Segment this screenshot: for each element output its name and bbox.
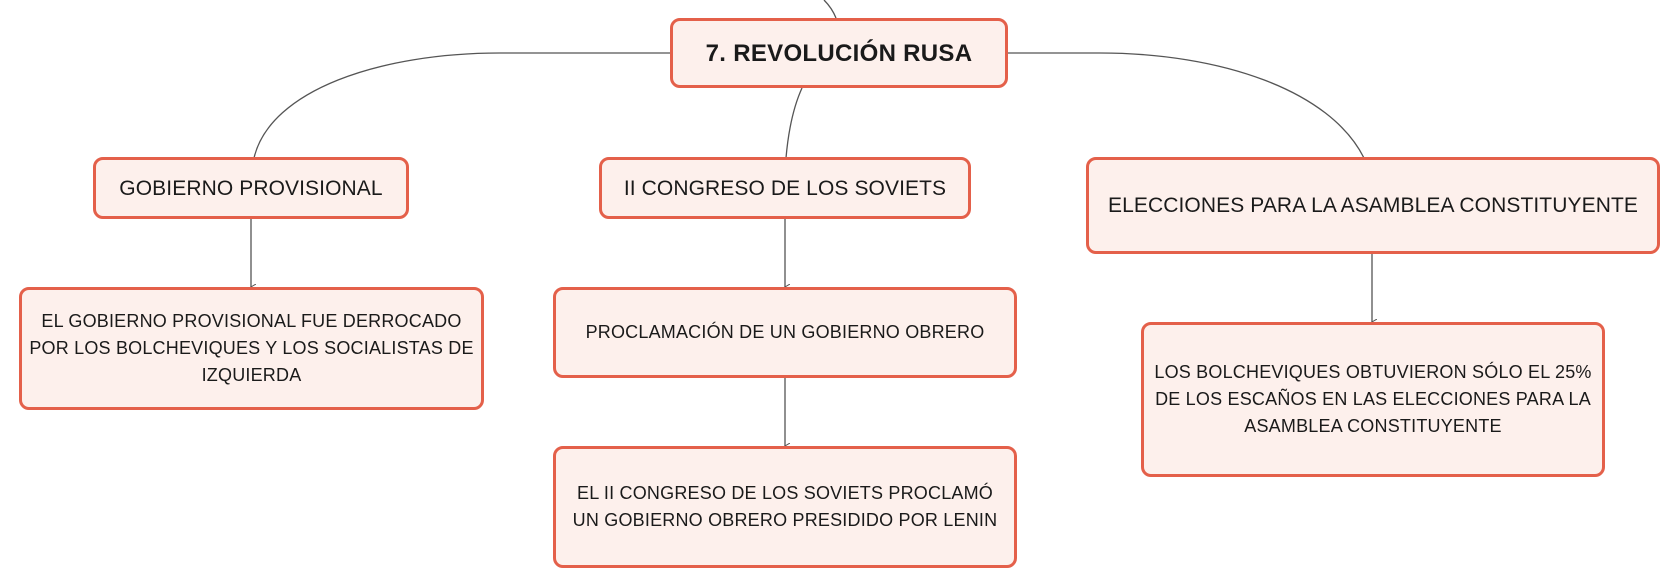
central-topic-node[interactable]: 7. REVOLUCIÓN RUSA (670, 18, 1008, 88)
topic-gobierno-provisional[interactable]: GOBIERNO PROVISIONAL (93, 157, 409, 219)
connector-from-parent (823, 0, 837, 19)
topic-label: ELECCIONES PARA LA ASAMBLEA CONSTITUYENT… (1107, 194, 1639, 217)
topic-ii-congreso-soviets[interactable]: II CONGRESO DE LOS SOVIETS (599, 157, 971, 219)
topic-label: II CONGRESO DE LOS SOVIETS (623, 176, 947, 200)
connector-central-to-congreso-soviets (785, 87, 803, 159)
detail-text: EL GOBIERNO PROVISIONAL FUE DERROCADO PO… (29, 311, 474, 385)
detail-text: LOS BOLCHEVIQUES OBTUVIERON SÓLO EL 25% … (1154, 362, 1592, 436)
detail-bolcheviques-25-porciento[interactable]: LOS BOLCHEVIQUES OBTUVIERON SÓLO EL 25% … (1141, 322, 1605, 477)
detail-text: PROCLAMACIÓN DE UN GOBIERNO OBRERO (585, 322, 985, 342)
central-topic-label: 7. REVOLUCIÓN RUSA (705, 39, 973, 67)
detail-gobierno-derrocado[interactable]: EL GOBIERNO PROVISIONAL FUE DERROCADO PO… (19, 287, 484, 410)
detail-text: EL II CONGRESO DE LOS SOVIETS PROCLAMÓ U… (572, 483, 998, 530)
connector-central-to-gobierno-provisional (253, 52, 670, 159)
topic-label: GOBIERNO PROVISIONAL (119, 176, 383, 200)
connector-central-to-elecciones (1008, 52, 1365, 159)
detail-congreso-proclamo-lenin[interactable]: EL II CONGRESO DE LOS SOVIETS PROCLAMÓ U… (553, 446, 1017, 568)
topic-elecciones-asamblea[interactable]: ELECCIONES PARA LA ASAMBLEA CONSTITUYENT… (1086, 157, 1660, 254)
detail-proclamacion-gobierno-obrero[interactable]: PROCLAMACIÓN DE UN GOBIERNO OBRERO (553, 287, 1017, 378)
